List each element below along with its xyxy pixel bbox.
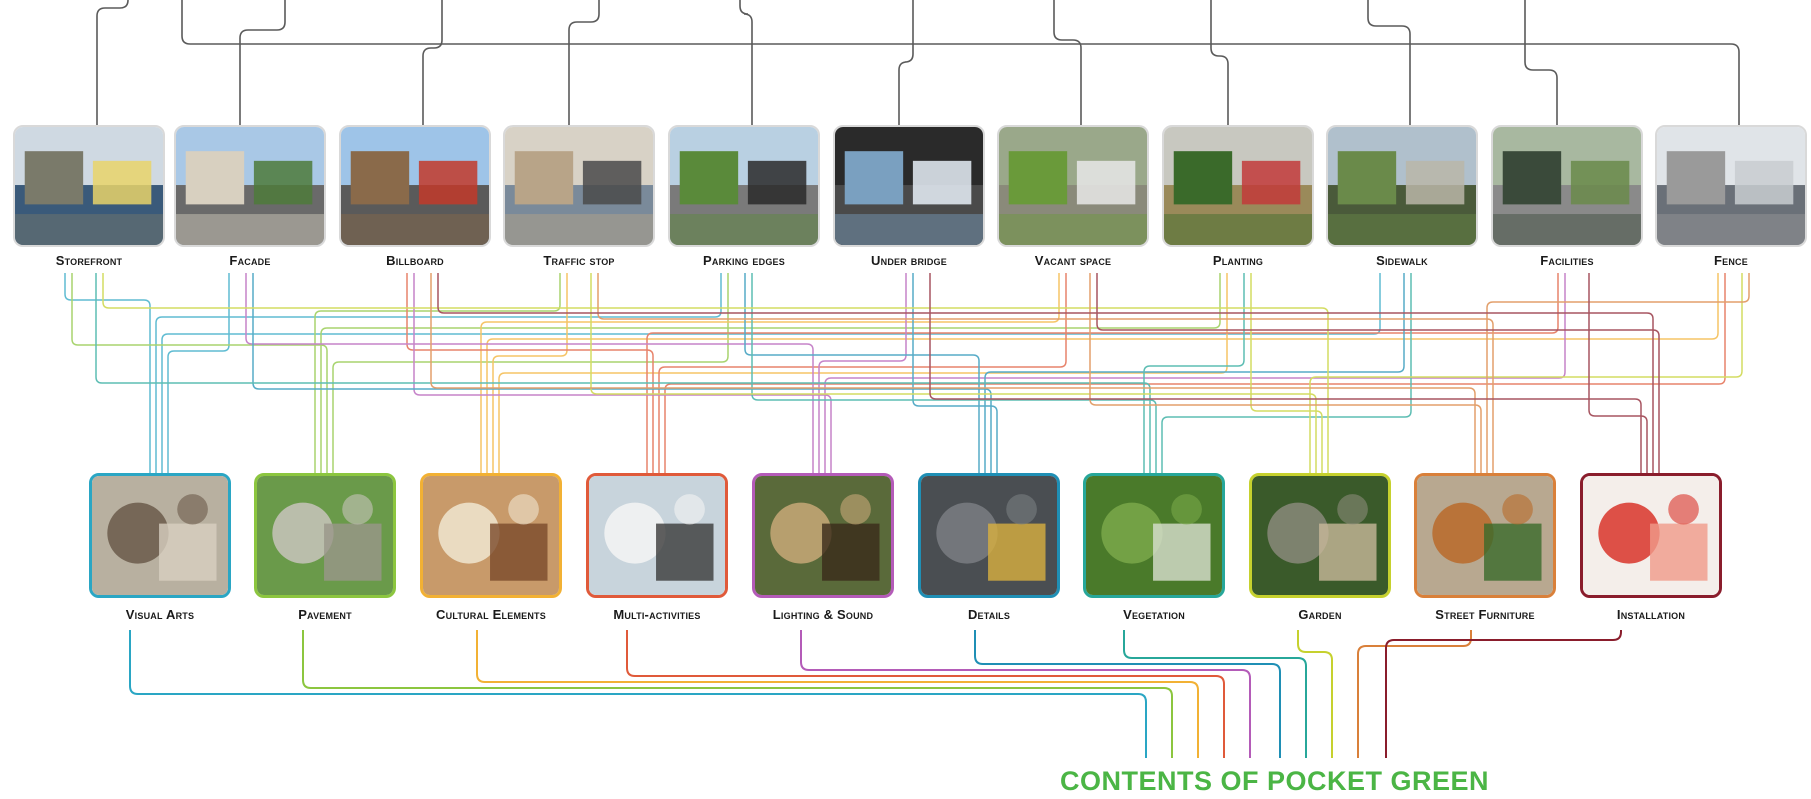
top-connector — [1210, 0, 1229, 125]
content-label: Vegetation — [1123, 607, 1185, 622]
visual-arts-photo — [89, 473, 231, 598]
billboard-photo — [339, 125, 491, 247]
source-label: Traffic stop — [543, 253, 615, 268]
lighting-sound-photo — [752, 473, 894, 598]
content-label: Multi-activities — [613, 607, 701, 622]
content-link — [64, 273, 151, 473]
title-link — [476, 630, 1199, 758]
top-connector — [181, 0, 1740, 125]
title-link — [1385, 630, 1622, 758]
pavement-photo — [254, 473, 396, 598]
top-connector — [1524, 0, 1558, 125]
content-label: Cultural Elements — [436, 607, 546, 622]
storefront-photo — [13, 125, 165, 247]
details-photo — [918, 473, 1060, 598]
content-link — [430, 273, 1476, 473]
content-link — [437, 273, 1654, 473]
content-link — [332, 273, 729, 473]
content-link — [1143, 273, 1245, 473]
traffic-stop-photo — [503, 125, 655, 247]
content-link — [1096, 273, 1660, 473]
facade-photo — [174, 125, 326, 247]
source-label: Storefront — [55, 253, 123, 268]
content-link — [1309, 273, 1743, 473]
source-label: Planting — [1212, 253, 1264, 268]
content-link — [1250, 273, 1323, 473]
content-link — [102, 273, 1329, 473]
content-link — [744, 273, 980, 473]
content-link — [95, 273, 1151, 473]
source-label: Vacant space — [1034, 253, 1112, 268]
content-link — [1161, 273, 1412, 473]
content-link — [929, 273, 1642, 473]
content-link — [486, 273, 1719, 473]
content-link — [320, 273, 1221, 473]
content-label: Installation — [1616, 607, 1686, 622]
title-link — [1123, 630, 1307, 758]
content-link — [252, 273, 992, 473]
content-link — [245, 273, 814, 473]
content-link — [912, 273, 998, 473]
content-link — [751, 273, 1157, 473]
top-connector — [96, 0, 129, 125]
content-label: Lighting & Sound — [772, 607, 874, 622]
source-label: Billboard — [386, 253, 444, 268]
title-link — [626, 630, 1225, 758]
source-label: Facilities — [1540, 253, 1594, 268]
content-link — [1588, 273, 1648, 473]
content-label: Details — [967, 607, 1011, 622]
content-label: Garden — [1298, 607, 1342, 622]
content-link — [71, 273, 328, 473]
content-link — [818, 273, 907, 473]
content-link — [597, 273, 1494, 473]
top-connector — [1367, 0, 1411, 125]
content-link — [406, 273, 654, 473]
vacant-space-photo — [997, 125, 1149, 247]
title-link — [1297, 630, 1333, 758]
content-link — [658, 273, 1067, 473]
source-label: Fence — [1714, 253, 1748, 268]
vegetation-photo — [1083, 473, 1225, 598]
content-link — [413, 273, 832, 473]
diagram-title: CONTENTS OF POCKET GREEN — [1060, 766, 1490, 796]
source-label: Under bridge — [871, 253, 947, 268]
title-link — [129, 630, 1147, 758]
top-connector — [739, 0, 753, 125]
parking-photo — [668, 125, 820, 247]
installation-photo — [1580, 473, 1722, 598]
fence-photo — [1655, 125, 1807, 247]
facilities-photo — [1491, 125, 1643, 247]
content-link — [1486, 273, 1750, 473]
title-link — [302, 630, 1173, 758]
multi-activities-photo — [586, 473, 728, 598]
title-link — [1357, 630, 1472, 758]
street-furniture-photo — [1414, 473, 1556, 598]
content-link — [824, 273, 1566, 473]
content-label: Street Furniture — [1435, 607, 1535, 622]
top-connector — [422, 0, 443, 125]
source-label: Parking edges — [703, 253, 785, 268]
content-label: Pavement — [298, 607, 352, 622]
under-bridge-photo — [833, 125, 985, 247]
content-link — [984, 273, 1405, 473]
cultural-elements-photo — [420, 473, 562, 598]
garden-photo — [1249, 473, 1391, 598]
content-link — [167, 273, 230, 473]
sidewalk-photo — [1326, 125, 1478, 247]
content-link — [590, 273, 1317, 473]
content-link — [1089, 273, 1482, 473]
top-connector — [898, 0, 914, 125]
top-connector — [239, 0, 286, 125]
source-label: Facade — [229, 253, 271, 268]
top-connector — [568, 0, 600, 125]
planting-photo — [1162, 125, 1314, 247]
content-label: Visual Arts — [125, 607, 195, 622]
content-link — [498, 273, 1228, 473]
content-link — [492, 273, 568, 473]
title-link — [800, 630, 1251, 758]
source-label: Sidewalk — [1376, 253, 1428, 268]
top-connector — [1053, 0, 1082, 125]
title-link — [974, 630, 1281, 758]
